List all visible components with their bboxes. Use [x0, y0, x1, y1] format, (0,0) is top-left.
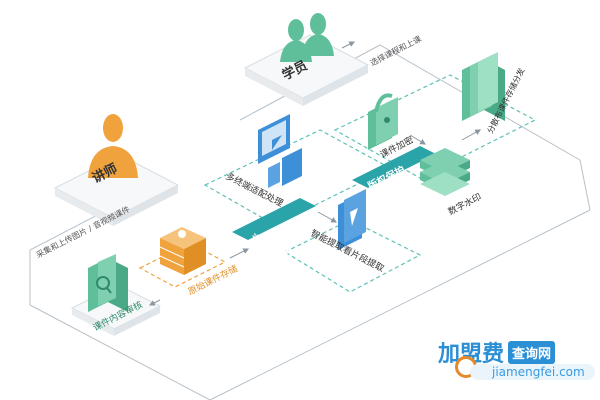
- storage-node: 原始课件存储: [159, 227, 239, 298]
- film-icon: [338, 189, 366, 250]
- edit-badge: 课件编辑: [232, 198, 316, 261]
- adapt-node: 多终端适配处理: [224, 114, 302, 209]
- watermark-label: 数字水印: [446, 191, 484, 218]
- upload-flow-label: 采集和上传图片 / 音视频课件: [34, 204, 131, 260]
- review-node: 课件内容审核: [70, 254, 162, 336]
- lock-icon: [368, 93, 398, 150]
- encrypt-node: 课件加密: [368, 93, 415, 161]
- screens-icon: [258, 114, 302, 188]
- server-icon: [159, 227, 206, 275]
- archive-icon: [462, 52, 505, 121]
- edit-badge-label: 课件编辑: [249, 231, 291, 261]
- student-node: 学员: [243, 13, 370, 106]
- watermark-logo: 加盟费 查询网: [438, 336, 556, 368]
- layers-icon: [420, 148, 470, 196]
- watermark-node: 数字水印: [420, 148, 483, 218]
- book-stack-icon: [88, 254, 128, 312]
- lecturer-node: 讲师: [53, 114, 180, 226]
- transfer-node: 分散布课件存储分发: [462, 52, 526, 135]
- select-flow-label: 选择课程和上课: [368, 33, 422, 67]
- student-icon: [280, 13, 334, 62]
- watermark-tag: 查询网: [508, 340, 556, 364]
- watermark-url: jiamengfei.com: [470, 364, 595, 380]
- lecturer-icon: [88, 114, 138, 178]
